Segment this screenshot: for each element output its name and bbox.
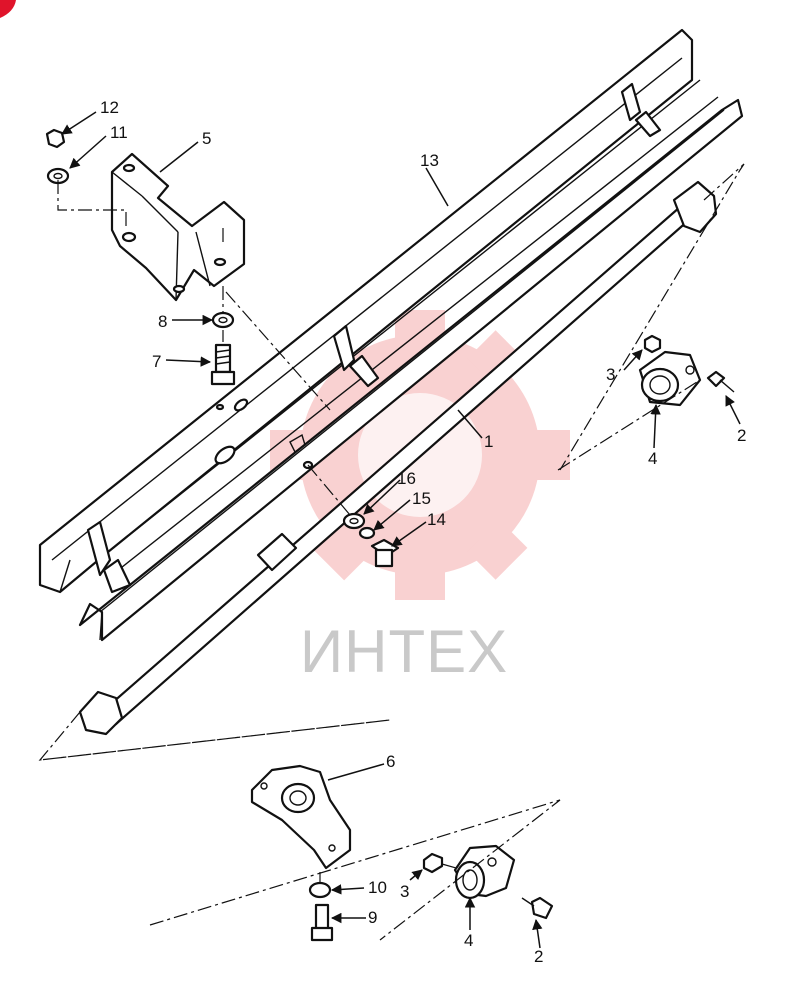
nut-3a [643, 334, 662, 354]
callout-15: 15 [412, 489, 431, 508]
guide-lines [38, 163, 745, 941]
bearing-right [638, 350, 702, 407]
callout-5: 5 [202, 129, 211, 148]
callout-3b: 3 [400, 882, 409, 901]
leaders [61, 111, 741, 949]
bolt-2a [706, 370, 735, 393]
callout-6: 6 [386, 752, 395, 771]
callout-11: 11 [110, 123, 128, 142]
washer-8 [211, 311, 235, 329]
callouts: 12 11 5 13 8 7 1 3 2 4 16 15 14 6 10 9 3… [100, 98, 746, 966]
callout-3a: 3 [606, 365, 615, 384]
callout-1: 1 [484, 432, 493, 451]
washer-10 [308, 881, 332, 899]
corner-mark [0, 0, 16, 18]
washer-16 [342, 512, 366, 530]
callout-14: 14 [427, 510, 446, 529]
callout-10: 10 [368, 878, 387, 897]
bolt-14 [370, 538, 400, 568]
watermark-text: ИНТЕХ [300, 618, 508, 685]
callout-4a: 4 [648, 449, 657, 468]
callout-8: 8 [158, 312, 167, 331]
bearing-lower [453, 844, 516, 900]
nut-12 [45, 128, 66, 149]
callout-4b: 4 [464, 931, 473, 950]
bolt-9 [310, 903, 334, 942]
callout-16: 16 [397, 469, 416, 488]
drive-shaft [78, 180, 718, 736]
nut-3b [422, 852, 444, 874]
callout-2a: 2 [737, 426, 746, 445]
callout-2b: 2 [534, 947, 543, 966]
bracket [110, 152, 246, 302]
callout-9: 9 [368, 908, 377, 927]
callout-12: 12 [100, 98, 119, 117]
pillow-block-bearing [250, 764, 352, 870]
callout-7: 7 [152, 352, 161, 371]
callout-13: 13 [420, 151, 439, 170]
lockwasher-15 [358, 526, 376, 540]
bolt-7 [210, 343, 236, 386]
bolt-2b [521, 896, 554, 920]
main-channel [38, 28, 744, 642]
